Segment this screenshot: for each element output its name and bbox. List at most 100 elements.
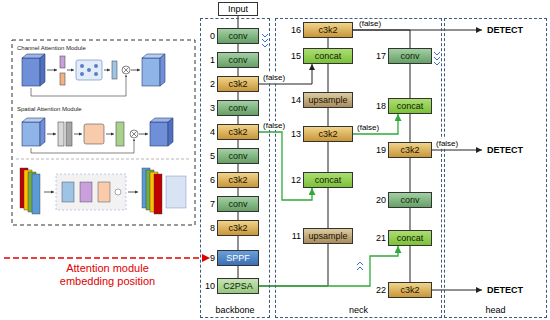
mlp-unit bbox=[94, 72, 98, 76]
connector bbox=[328, 64, 329, 92]
layer-index: 4 bbox=[210, 128, 215, 137]
layer-name: c3k2 bbox=[400, 146, 419, 155]
feature-cube bbox=[40, 54, 45, 86]
layer-box: 5conv bbox=[217, 148, 259, 164]
skip-line bbox=[31, 139, 134, 153]
layer-box: 16c3k2 bbox=[303, 22, 353, 38]
layer-box: 15concat bbox=[303, 48, 353, 64]
connector bbox=[238, 68, 239, 76]
region-title: neck bbox=[276, 306, 441, 315]
region-title: backbone bbox=[201, 306, 269, 315]
mlp-unit bbox=[80, 64, 84, 68]
layer-box: 1conv bbox=[217, 52, 259, 68]
connector bbox=[432, 290, 482, 291]
layer-index: 7 bbox=[210, 200, 215, 209]
pool-bar bbox=[60, 56, 65, 68]
layer-index: 22 bbox=[376, 286, 386, 295]
inset-divider bbox=[16, 159, 191, 160]
layer-box: 8c3k2 bbox=[217, 220, 259, 236]
connector bbox=[328, 188, 329, 228]
connector bbox=[410, 64, 411, 98]
connector bbox=[410, 158, 411, 192]
module-title: Spatial Attention Module bbox=[17, 106, 137, 113]
layer-name: conv bbox=[228, 104, 247, 113]
layer-name: conv bbox=[400, 196, 419, 205]
flow-chevron bbox=[434, 52, 440, 65]
stage-region: neck16c3k215concat14upsample13c3k212conc… bbox=[275, 18, 442, 318]
layer-box: 9SPPF bbox=[217, 250, 259, 266]
attention-bar bbox=[112, 61, 117, 79]
pool-slab bbox=[66, 122, 72, 146]
connector bbox=[259, 246, 398, 286]
flow-arrow bbox=[44, 192, 54, 193]
connector bbox=[238, 266, 239, 278]
module-block bbox=[56, 174, 126, 210]
layer-index: 16 bbox=[291, 26, 301, 35]
flow-arrow bbox=[104, 70, 110, 71]
layer-index: 21 bbox=[376, 234, 386, 243]
connector bbox=[238, 116, 239, 124]
multiply-symbol bbox=[124, 68, 129, 73]
module-part bbox=[80, 182, 92, 202]
layer-index: 19 bbox=[376, 146, 386, 155]
skip-line bbox=[31, 75, 126, 96]
mlp-unit bbox=[80, 72, 84, 76]
feature-cube bbox=[22, 122, 40, 146]
connector bbox=[328, 108, 329, 126]
layer-name: c3k2 bbox=[228, 128, 247, 137]
layer-index: 2 bbox=[210, 80, 215, 89]
feature-cube bbox=[160, 54, 165, 86]
flow-arrow bbox=[47, 134, 56, 135]
feature-cube bbox=[40, 118, 45, 146]
connector bbox=[238, 212, 239, 220]
output-label: DETECT bbox=[487, 146, 523, 155]
layer-box: 12concat bbox=[303, 172, 353, 188]
feature-cube bbox=[168, 118, 173, 146]
layer-name: upsample bbox=[308, 232, 347, 241]
callout-note: Attention module embedding position bbox=[50, 262, 165, 287]
layer-name: conv bbox=[228, 56, 247, 65]
layer-box: 18concat bbox=[388, 98, 432, 114]
connector bbox=[238, 44, 239, 52]
cbam-overview-sketch bbox=[20, 168, 186, 214]
layer-index: 1 bbox=[210, 56, 215, 65]
layer-name: c3k2 bbox=[318, 26, 337, 35]
layer-index: 20 bbox=[376, 196, 386, 205]
output-label: DETECT bbox=[487, 26, 523, 35]
edge-label: (false) bbox=[262, 73, 286, 82]
module-title: Channel Attention Module bbox=[17, 45, 137, 52]
inset-frame bbox=[12, 40, 195, 225]
layer-box: 13c3k2 bbox=[303, 126, 353, 142]
conv-block bbox=[84, 124, 104, 144]
connector bbox=[238, 92, 239, 100]
connector bbox=[353, 114, 398, 134]
connector bbox=[410, 114, 411, 142]
flow-chevron bbox=[262, 34, 440, 270]
layer-box: 4c3k2 bbox=[217, 124, 259, 140]
layer-name: conv bbox=[400, 52, 419, 61]
layer-name: conv bbox=[228, 152, 247, 161]
layer-name: SPPF bbox=[226, 254, 250, 263]
detect-output: DETECT bbox=[482, 143, 528, 157]
connector bbox=[328, 142, 329, 172]
layer-name: C2PSA bbox=[223, 282, 253, 291]
layer-box: 0conv bbox=[217, 28, 259, 44]
feature-cube bbox=[22, 58, 40, 86]
attention-map bbox=[116, 122, 124, 146]
flow-arrow bbox=[131, 70, 140, 71]
layer-name: concat bbox=[315, 52, 342, 61]
connector bbox=[432, 150, 482, 151]
feature-cube bbox=[142, 58, 160, 86]
output-block bbox=[166, 176, 186, 208]
feature-cube bbox=[150, 122, 168, 146]
layer-index: 12 bbox=[291, 176, 301, 185]
multiply-symbol bbox=[132, 132, 137, 137]
module-part bbox=[62, 182, 74, 202]
layer-box: 22c3k2 bbox=[388, 282, 432, 298]
input-label: Input bbox=[228, 5, 248, 14]
connector bbox=[259, 132, 312, 200]
layer-name: c3k2 bbox=[228, 176, 247, 185]
layer-name: upsample bbox=[308, 96, 347, 105]
layer-index: 18 bbox=[376, 102, 386, 111]
layer-name: c3k2 bbox=[400, 286, 419, 295]
